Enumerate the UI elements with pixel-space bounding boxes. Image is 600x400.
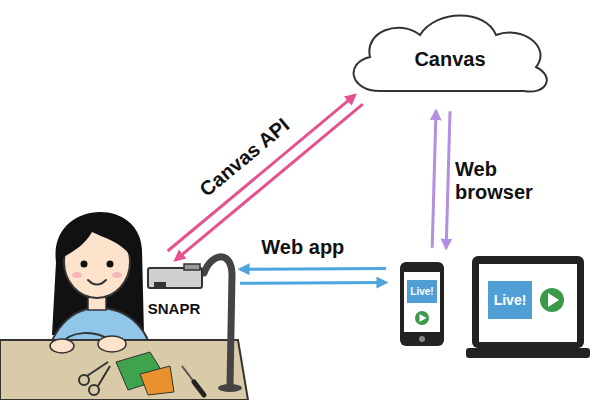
scissors: [89, 385, 99, 395]
phone-node: Live!: [398, 262, 446, 346]
connector-arrow: [240, 267, 386, 271]
device-node: SNAPR: [140, 262, 208, 320]
scissors: [87, 362, 110, 386]
eye: [107, 261, 114, 268]
hand: [98, 336, 126, 352]
screwdriver: [182, 366, 194, 382]
connector-arrow: [168, 95, 355, 251]
cheek: [112, 272, 122, 278]
live-badge: Live!: [407, 280, 436, 303]
node-title: Canvas: [414, 48, 485, 71]
arm-base: [218, 384, 242, 392]
connector-arrow: [240, 281, 386, 285]
cheek: [72, 272, 82, 278]
paper: [140, 366, 174, 395]
live-badge: Live!: [488, 281, 533, 319]
screwdriver: [194, 382, 204, 395]
connector-arrow: [175, 104, 362, 260]
bangs: [62, 222, 132, 258]
connector-label: Web browser: [453, 158, 557, 204]
connector-label: Web app: [259, 236, 346, 259]
phone-shape: [398, 262, 446, 346]
connector-arrow: [446, 111, 450, 248]
camera-arm: [204, 257, 232, 386]
device-label: SNAPR: [148, 300, 201, 317]
smile: [88, 280, 106, 285]
eye: [81, 261, 88, 268]
connector-arrow: [432, 111, 436, 248]
laptop-node: Live!: [466, 256, 590, 360]
hand: [50, 339, 74, 353]
cloud-node: Canvas: [340, 5, 560, 97]
